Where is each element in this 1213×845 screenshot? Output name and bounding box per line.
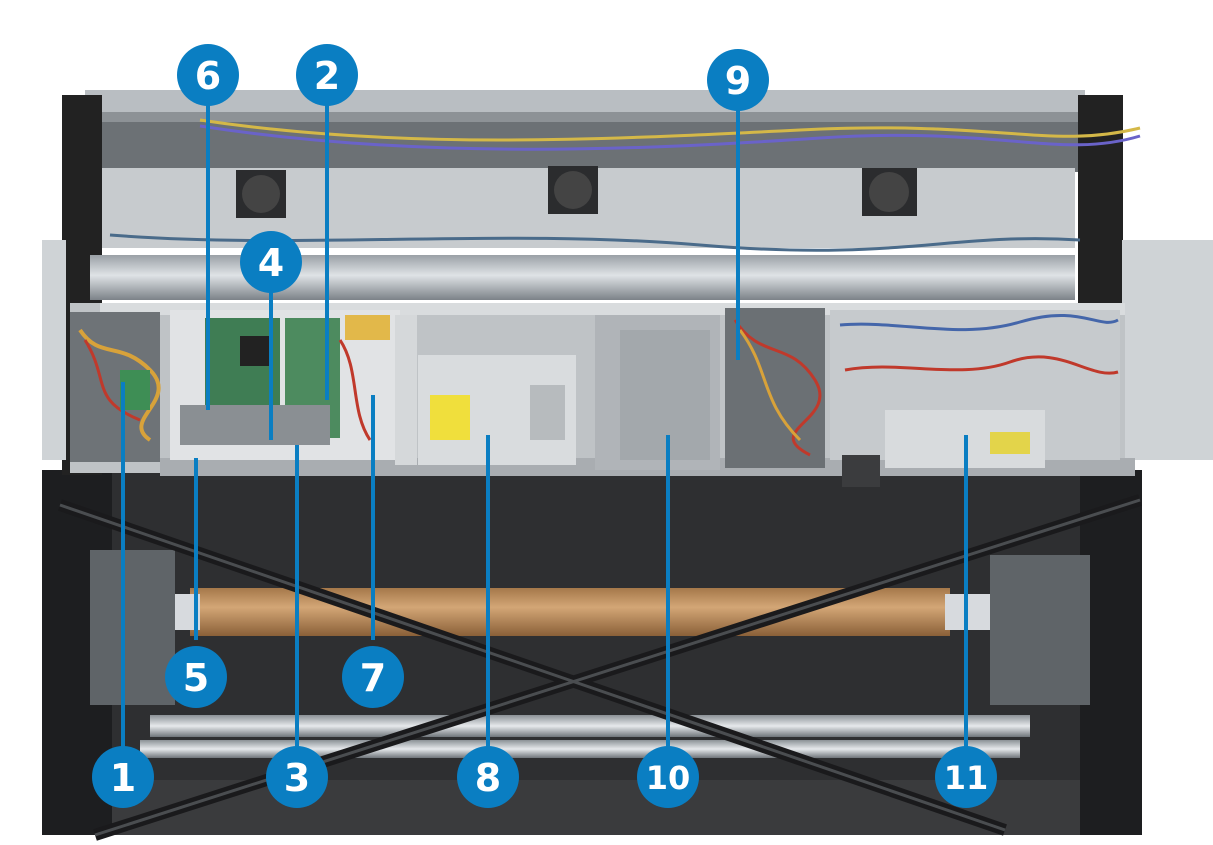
callout-6: 6 bbox=[177, 44, 239, 106]
top-rail bbox=[90, 122, 1080, 172]
callout-3: 3 bbox=[266, 746, 328, 808]
callout-7: 7 bbox=[342, 646, 404, 708]
callout-number: 1 bbox=[110, 756, 136, 800]
callout-1: 1 bbox=[92, 746, 154, 808]
callout-9: 9 bbox=[707, 49, 769, 111]
callout-number: 2 bbox=[314, 54, 340, 98]
lower-bar bbox=[150, 715, 1030, 737]
fans bbox=[236, 166, 917, 218]
stand-leg-right bbox=[1080, 470, 1142, 835]
callout-number: 5 bbox=[183, 656, 209, 700]
callout-number: 8 bbox=[475, 756, 501, 800]
callout-4: 4 bbox=[240, 231, 302, 293]
callout-leaders bbox=[121, 105, 968, 752]
callout-10: 10 bbox=[637, 746, 699, 808]
callout-8: 8 bbox=[457, 746, 519, 808]
far-left-panel bbox=[42, 240, 66, 460]
callout-number: 3 bbox=[284, 756, 310, 800]
callout-number: 10 bbox=[646, 759, 691, 797]
callout-2: 2 bbox=[296, 44, 358, 106]
bracket-right bbox=[990, 555, 1090, 705]
callout-number: 6 bbox=[195, 54, 221, 98]
callout-number: 7 bbox=[360, 656, 386, 700]
bracket-left bbox=[90, 550, 175, 705]
top-cover-edge bbox=[85, 112, 1085, 122]
far-right-panel bbox=[1122, 240, 1213, 460]
callout-number: 9 bbox=[725, 59, 751, 103]
callout-5: 5 bbox=[165, 646, 227, 708]
board-sidebar bbox=[395, 315, 417, 465]
callout-number: 11 bbox=[944, 759, 989, 797]
main-roller bbox=[90, 255, 1075, 300]
callout-11: 11 bbox=[935, 746, 997, 808]
callout-number: 4 bbox=[258, 241, 284, 285]
